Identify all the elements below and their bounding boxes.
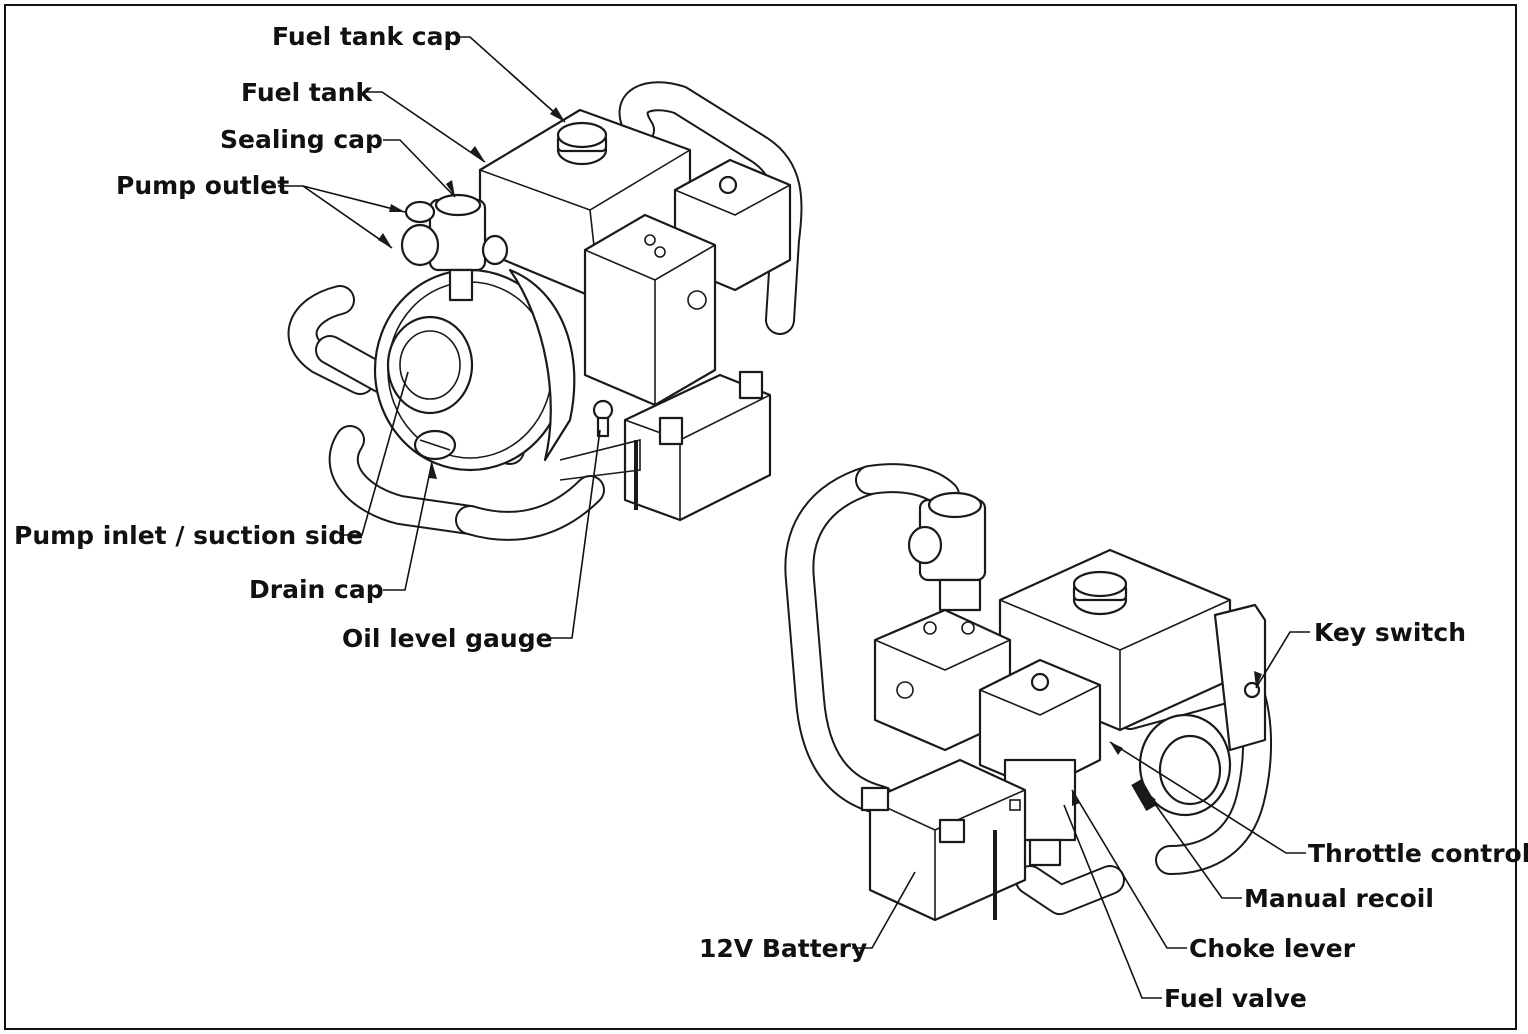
label-fuel-valve: Fuel valve xyxy=(1164,984,1307,1013)
label-throttle-control: Throttle control xyxy=(1308,839,1528,868)
leader-lines xyxy=(278,36,1310,999)
label-sealing-cap: Sealing cap xyxy=(220,125,383,154)
label-choke-lever: Choke lever xyxy=(1189,934,1356,963)
label-battery: 12V Battery xyxy=(699,934,867,963)
label-oil-level-gauge: Oil level gauge xyxy=(342,624,553,653)
label-pump-inlet: Pump inlet / suction side xyxy=(14,521,363,550)
pump-rear-view-drawing xyxy=(784,463,1273,922)
label-drain-cap: Drain cap xyxy=(249,575,384,604)
label-fuel-tank: Fuel tank xyxy=(241,78,373,107)
pump-front-view-drawing xyxy=(287,81,803,541)
label-key-switch: Key switch xyxy=(1314,618,1466,647)
label-fuel-tank-cap: Fuel tank cap xyxy=(272,22,461,51)
label-pump-outlet: Pump outlet xyxy=(116,171,289,200)
label-manual-recoil: Manual recoil xyxy=(1244,884,1434,913)
leader-arrowheads xyxy=(378,107,1262,806)
